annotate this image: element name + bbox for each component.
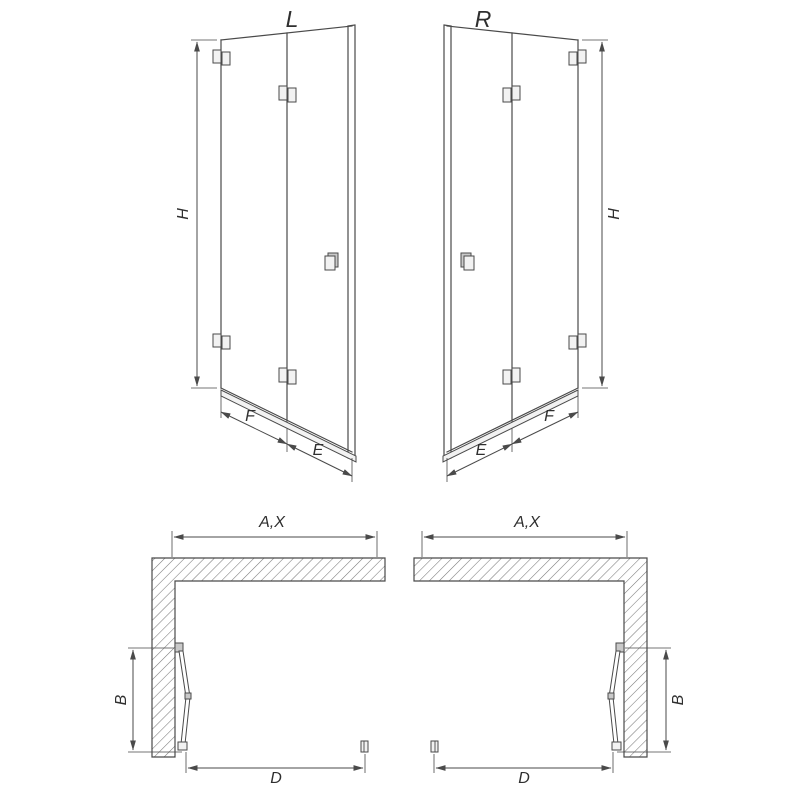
dimension-line-e — [286, 443, 353, 477]
door-front-frame — [347, 24, 356, 460]
door-handle-left — [324, 252, 339, 271]
handle-knob — [324, 255, 336, 271]
door-handle-right — [460, 252, 475, 271]
folded-door-plan-right — [430, 642, 625, 753]
hinge — [287, 369, 297, 385]
hinge — [221, 335, 231, 350]
dimension-panels-right: F E — [446, 392, 579, 482]
fold-hinges-right — [502, 85, 521, 385]
bottom-pivot — [611, 741, 622, 751]
hinge — [212, 333, 222, 348]
door-front-frame — [443, 24, 452, 460]
wall-hinges-right — [568, 49, 587, 350]
handle-knob — [463, 255, 475, 271]
wall-hinges-left — [212, 49, 231, 350]
dim-label-f: F — [544, 408, 555, 425]
hinge — [212, 49, 222, 64]
extension-lines — [128, 647, 182, 753]
dim-label-h: H — [175, 208, 192, 220]
hinge — [278, 85, 288, 101]
dim-label-ax: A,X — [258, 514, 286, 531]
dim-label-b: B — [670, 694, 687, 705]
dimension-width-right: A,X — [421, 514, 628, 557]
elevation-left: L H — [175, 6, 357, 482]
extension-lines — [421, 531, 628, 557]
dimension-height-left: H — [175, 39, 217, 389]
dim-label-b: B — [113, 694, 130, 705]
dimension-opening-left: D — [185, 752, 366, 787]
extension-lines — [185, 752, 366, 773]
extension-lines — [191, 39, 217, 389]
opposite-profile — [360, 740, 369, 753]
hinge — [221, 51, 231, 66]
dimension-panels-left: F E — [220, 392, 353, 482]
dim-label-ax: A,X — [513, 514, 541, 531]
extension-lines — [582, 39, 608, 389]
dimension-depth-left: B — [113, 647, 182, 753]
hinge — [502, 369, 512, 385]
hinge — [278, 367, 288, 383]
elevation-right: R H — [442, 6, 623, 482]
dim-label-h: H — [606, 208, 623, 220]
hinge — [511, 85, 521, 101]
extension-lines — [171, 531, 378, 557]
dimension-line-f — [220, 411, 288, 445]
hinge — [502, 87, 512, 103]
dimension-line-e — [446, 443, 513, 477]
fold-hinges-left — [278, 85, 297, 385]
extension-lines — [433, 752, 614, 773]
dimension-depth-right: B — [617, 647, 687, 753]
wall-section — [413, 557, 648, 758]
dimension-height-right: H — [582, 39, 623, 389]
dim-label-d: D — [270, 770, 282, 787]
hinge — [511, 367, 521, 383]
hinge — [568, 51, 578, 66]
dim-label-e: E — [313, 442, 324, 459]
plan-left: A,X B D — [113, 514, 386, 787]
dim-label-f: F — [245, 408, 256, 425]
dimension-opening-right: D — [433, 752, 614, 787]
variant-label-right: R — [475, 6, 492, 32]
hinge — [287, 87, 297, 103]
dimension-line-f — [511, 411, 579, 445]
wall-section — [151, 557, 386, 758]
hinge — [577, 49, 587, 64]
extension-lines — [617, 647, 671, 753]
variant-label-left: L — [286, 6, 299, 32]
plan-right: A,X B D — [413, 514, 687, 787]
dimension-width-left: A,X — [171, 514, 378, 557]
bottom-pivot — [177, 741, 188, 751]
folded-door-plan-left — [174, 642, 369, 753]
opposite-profile — [430, 740, 439, 753]
fold-hinge — [607, 692, 615, 700]
dim-label-d: D — [518, 770, 530, 787]
fold-hinge — [184, 692, 192, 700]
hinge — [568, 335, 578, 350]
hinge — [577, 333, 587, 348]
dim-label-e: E — [476, 442, 487, 459]
